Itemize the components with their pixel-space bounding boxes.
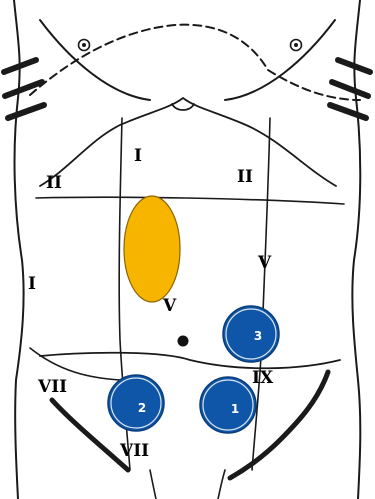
costal-arch [40, 98, 336, 186]
left-nipple-icon [79, 40, 90, 51]
label-ix: IX [252, 368, 274, 388]
label-i-upper: I [134, 146, 142, 166]
label-ii-left: II [46, 173, 62, 193]
marker-2-label: 2 [138, 401, 146, 415]
label-vii-bottom: VII [119, 441, 149, 461]
marker-1-label: 1 [231, 402, 239, 416]
ellipse-marker [124, 196, 180, 302]
label-ii-right: II [237, 167, 253, 187]
rib-marks-right [330, 60, 370, 118]
transpyloric-line [36, 197, 344, 204]
marker-1: 1 [200, 377, 256, 433]
xiphoid [172, 104, 194, 110]
label-v-right: V [257, 253, 272, 273]
interspinous-line [40, 353, 340, 369]
groin-line-left [150, 470, 156, 499]
right-vertical-line [252, 118, 270, 470]
umbilicus-icon [178, 336, 189, 347]
marker-2: 2 [108, 375, 164, 431]
chest-lines [30, 20, 360, 100]
label-i-side: I [28, 274, 36, 294]
torso-outline [14, 0, 360, 499]
marker-3-label: 3 [254, 329, 262, 343]
marker-3: 3 [223, 306, 279, 362]
label-vii-left: VII [37, 377, 67, 397]
groin-line-right [218, 470, 225, 499]
rib-marks-left [4, 60, 44, 118]
label-v-center: V [162, 296, 177, 316]
right-nipple-icon [291, 40, 302, 51]
